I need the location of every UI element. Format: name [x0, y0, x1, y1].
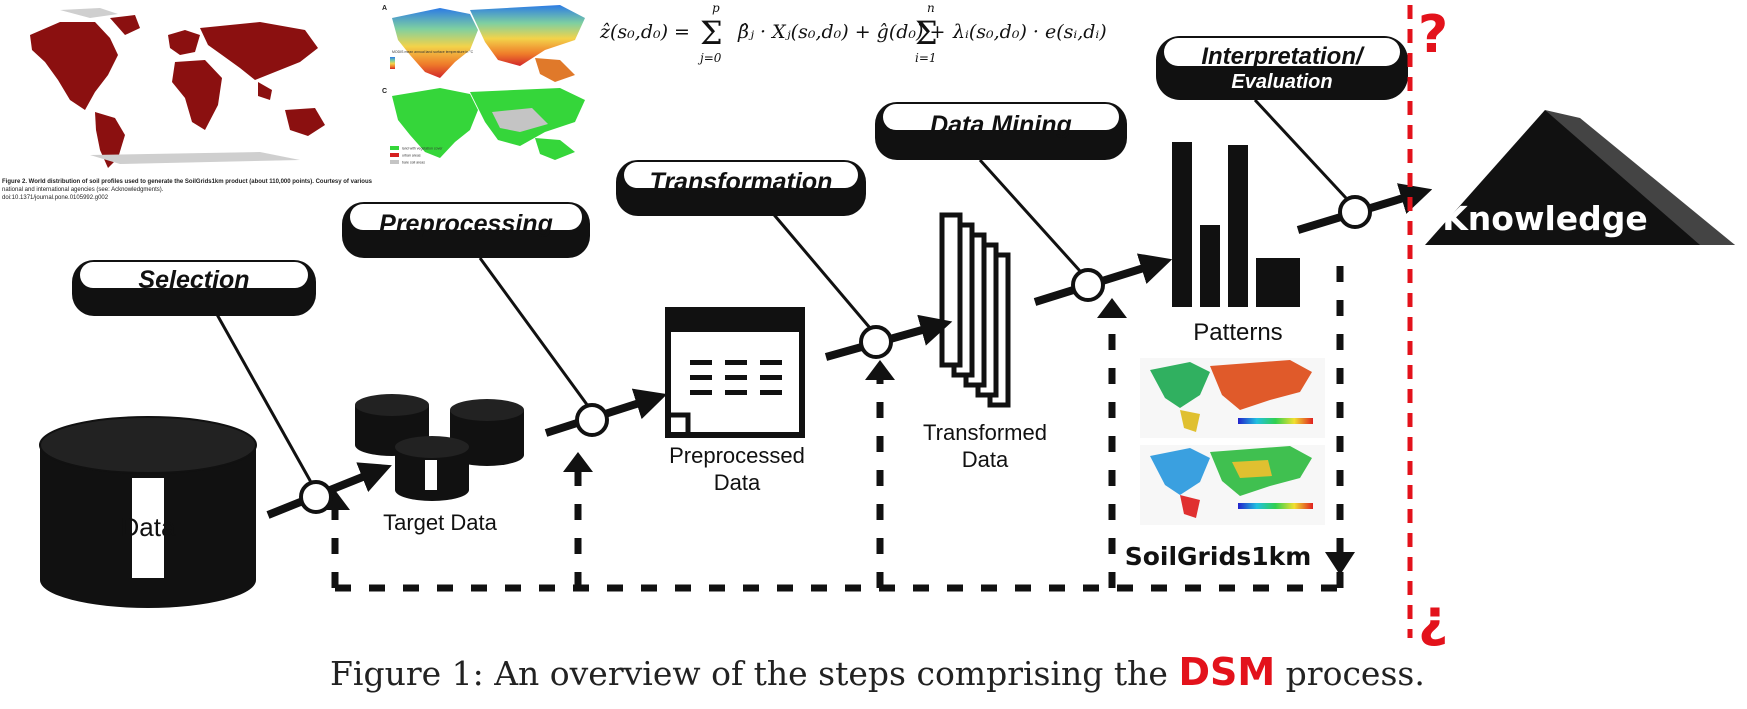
data-label: Data [121, 512, 176, 542]
equation-sum2: Σ [915, 14, 938, 52]
temperature-legend-title: MODIS mean annual land surface temperatu… [392, 50, 474, 54]
transformed-label-line1: Transformed [923, 420, 1047, 445]
stage-label-data-mining: Data Mining [930, 111, 1072, 139]
covariate-maps-inset: A MODIS mean annual land surface tempera… [382, 5, 585, 165]
knowledge-label: Knowledge [1442, 199, 1648, 238]
legend-bare-soil: bare soil areas [402, 161, 425, 165]
stage-data-mining [875, 102, 1127, 160]
stage-interpretation [1156, 36, 1408, 100]
stage-transformation [616, 160, 866, 216]
question-mark: ? [1418, 5, 1448, 65]
leader-lines [208, 98, 1348, 485]
temperature-map [392, 5, 585, 82]
data-database-icon [39, 416, 257, 608]
equation-sum1-lower: j=0 [697, 51, 722, 65]
patterns-icon [1172, 142, 1300, 307]
equation-term2: λᵢ(s₀,d₀) · e(sᵢ,dᵢ) [952, 21, 1107, 43]
stage-selection [72, 260, 316, 316]
knowledge-pyramid-icon [1425, 110, 1735, 245]
land-cover-map [392, 88, 585, 160]
patterns-label: Patterns [1193, 319, 1282, 346]
preprocessed-label-line2: Data [714, 470, 761, 495]
stage-connectors [299, 195, 1372, 514]
prediction-equation: ẑ(s₀,d₀) = Σ p j=0 β̂ⱼ · Xⱼ(s₀,d₀) + ĝ(d… [599, 1, 1107, 65]
feedback-loop [331, 250, 1344, 592]
world-map-caption-line2: national and international agencies (see… [2, 187, 164, 193]
stage-label-interpretation-line2: Evaluation [1231, 71, 1332, 93]
caption-dsm: DSM [1178, 650, 1276, 694]
equation-term1: β̂ⱼ · Xⱼ(s₀,d₀) + ĝ(d₀) + [737, 21, 945, 43]
legend-vegetation: land with vegetation cover [402, 147, 443, 151]
world-map-caption-line3: doi:10.1371/journal.pone.0105992.g002 [2, 195, 109, 201]
stage-label-selection: Selection [138, 266, 249, 294]
soilgrids-maps [1140, 358, 1325, 525]
panel-c-label: C [382, 88, 387, 95]
transformed-label-line2: Data [962, 447, 1009, 472]
panel-a-label: A [382, 5, 387, 12]
figure-caption: Figure 1: An overview of the steps compr… [330, 650, 1425, 694]
caption-prefix: Figure 1: An overview of the steps compr… [330, 654, 1179, 693]
transformed-data-icon [939, 212, 1011, 408]
equation-sum1: Σ [700, 14, 723, 52]
target-data-label: Target Data [383, 510, 497, 535]
stage-label-interpretation-line1: Interpretation/ [1201, 43, 1365, 70]
stage-label-transformation: Transformation [650, 168, 833, 196]
target-data-icon [355, 394, 524, 501]
equation-lhs: ẑ(s₀,d₀) = [599, 21, 690, 43]
stage-label-preprocessing: Preprocessing [379, 210, 553, 238]
preprocessed-label-line1: Preprocessed [669, 443, 805, 468]
legend-urban: urban areas [402, 154, 421, 158]
soilgrids-label: SoilGrids1km [1125, 542, 1312, 571]
equation-sum2-lower: i=1 [915, 51, 937, 65]
equation-sum1-upper: p [712, 1, 720, 15]
inverted-question-mark: ¿ [1418, 589, 1448, 649]
soil-profiles-world-map: Figure 2. World distribution of soil pro… [0, 0, 373, 201]
preprocessed-data-icon [665, 307, 805, 438]
stage-preprocessing [342, 202, 590, 258]
caption-suffix: process. [1275, 654, 1425, 693]
world-map-caption-line1: Figure 2. World distribution of soil pro… [2, 179, 373, 185]
equation-sum2-upper: n [927, 1, 935, 15]
